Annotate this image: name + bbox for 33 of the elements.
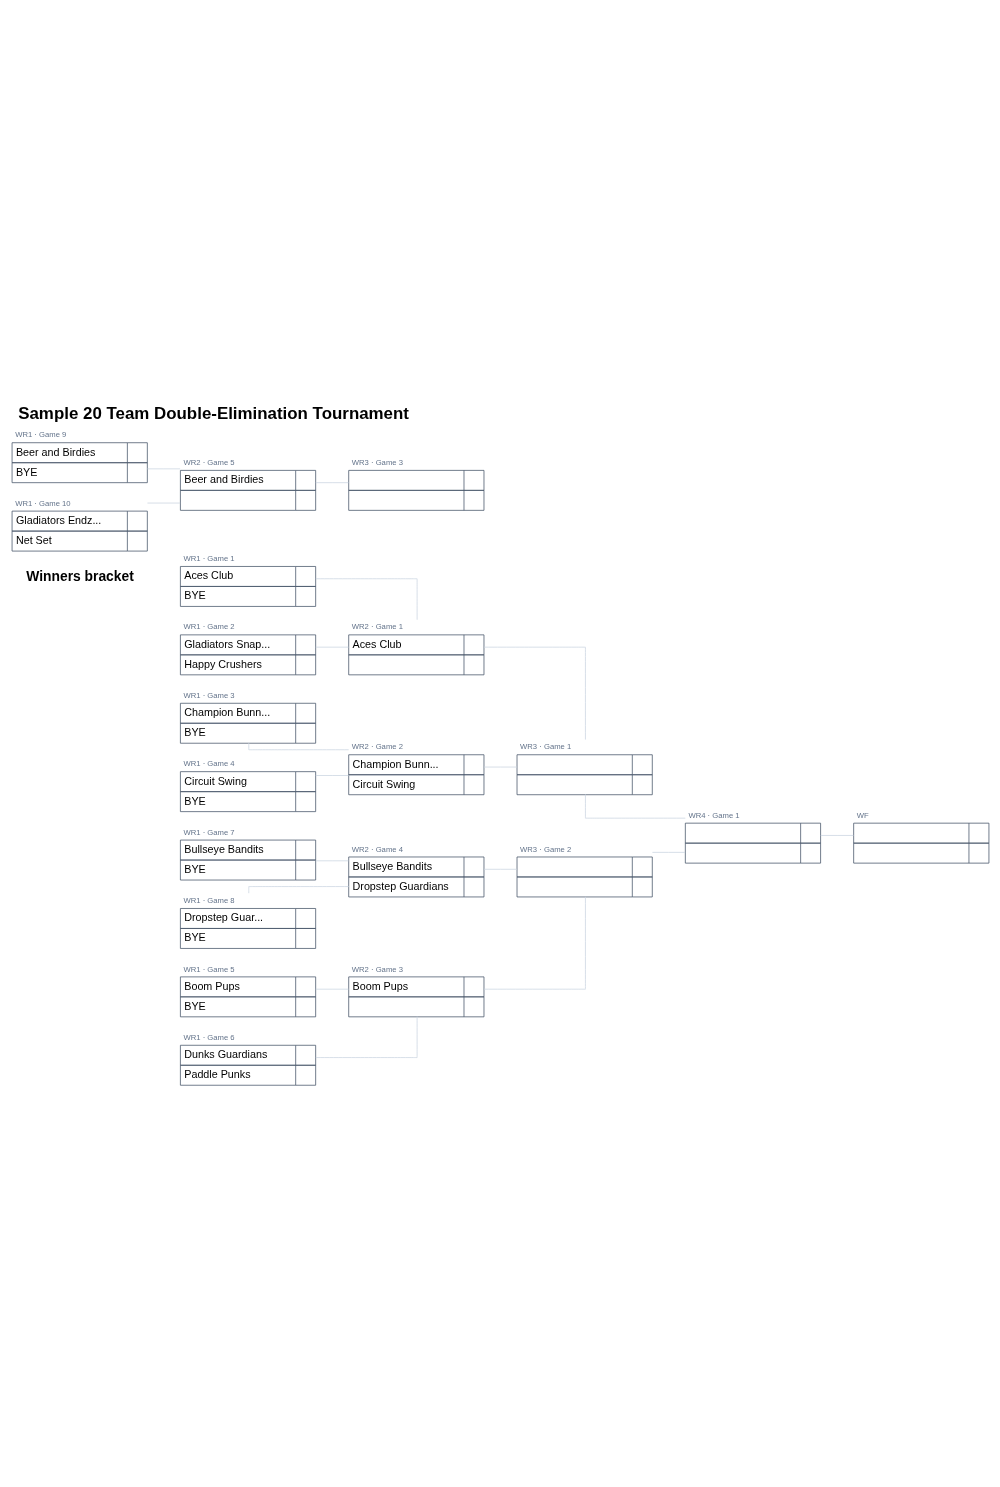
- connector: [483, 895, 586, 990]
- node-label: WR2 · Game 3: [351, 964, 403, 973]
- connector: [651, 851, 685, 853]
- connector: [314, 481, 349, 483]
- node-label: WR2 · Game 2: [351, 741, 403, 751]
- node-label: WR1 · Game 3: [182, 690, 235, 700]
- connector: [483, 646, 586, 740]
- connector: [247, 742, 349, 750]
- diagram-title: Sample 20 Team Double-Elimination Tournament: [17, 403, 409, 423]
- connector: [314, 1015, 417, 1058]
- node-label: WR3 · Game 1: [519, 741, 571, 751]
- node-label: WR2 · Game 5: [182, 457, 235, 467]
- node-label: WR2 · Game 4: [351, 844, 403, 854]
- connector: [584, 793, 686, 819]
- node-label: WF: [856, 810, 869, 820]
- node-label: WR4 · Game 1: [687, 810, 740, 820]
- node-label: WR1 · Game 1: [182, 553, 235, 563]
- node-label: WR1 · Game 2: [182, 621, 235, 631]
- node-label: WR2 · Game 1: [351, 621, 403, 631]
- node-label: WR1 · Game 5: [182, 964, 235, 973]
- node-label: WR1 · Game 4: [182, 758, 235, 768]
- node-label: WR1 · Game 7: [182, 827, 235, 837]
- node-label: WR3 · Game 3: [351, 457, 403, 467]
- node-label: WR1 · Game 6: [182, 1032, 235, 1042]
- connector: [314, 577, 417, 620]
- node-label: WR1 · Game 9: [14, 429, 66, 439]
- connector: [314, 774, 349, 776]
- connector: [247, 885, 349, 894]
- node-label: WR1 · Game 8: [182, 895, 235, 905]
- label: Winners bracket: [25, 567, 134, 584]
- node-label: WR1 · Game 10: [14, 498, 71, 508]
- connector: [819, 834, 854, 836]
- node-label: WR3 · Game 2: [519, 844, 571, 854]
